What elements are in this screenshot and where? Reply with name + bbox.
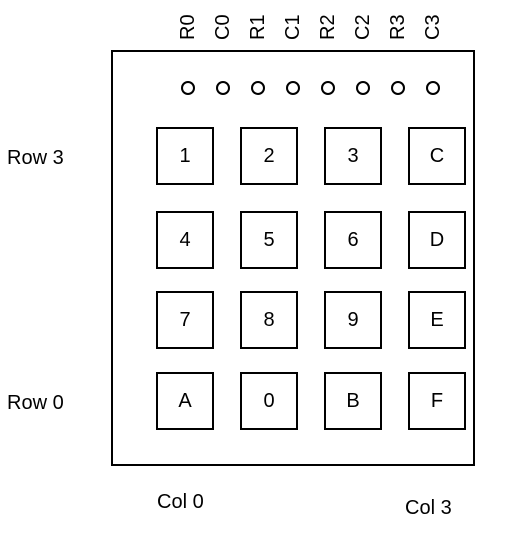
col-0-label: Col 0 (157, 491, 204, 513)
key-3[interactable]: 3 (324, 127, 382, 185)
key-8[interactable]: 8 (240, 291, 298, 349)
row-0-label: Row 0 (7, 392, 64, 414)
key-4[interactable]: 4 (156, 211, 214, 269)
key-a[interactable]: A (156, 372, 214, 430)
pin-hole-r1 (251, 81, 265, 95)
pin-label-r1: R1 (247, 14, 269, 40)
key-e[interactable]: E (408, 291, 466, 349)
row-3-label: Row 3 (7, 147, 64, 169)
key-6[interactable]: 6 (324, 211, 382, 269)
pin-hole-r0 (181, 81, 195, 95)
key-7[interactable]: 7 (156, 291, 214, 349)
pin-hole-r2 (321, 81, 335, 95)
key-b[interactable]: B (324, 372, 382, 430)
col-3-label: Col 3 (405, 497, 452, 519)
pin-label-r3: R3 (387, 14, 409, 40)
key-1[interactable]: 1 (156, 127, 214, 185)
pin-label-c0: C0 (212, 14, 234, 40)
pin-label-r0: R0 (177, 14, 199, 40)
key-5[interactable]: 5 (240, 211, 298, 269)
key-2[interactable]: 2 (240, 127, 298, 185)
key-9[interactable]: 9 (324, 291, 382, 349)
pin-label-c2: C2 (352, 14, 374, 40)
pin-hole-r3 (391, 81, 405, 95)
pin-hole-c0 (216, 81, 230, 95)
pin-hole-c2 (356, 81, 370, 95)
key-0[interactable]: 0 (240, 372, 298, 430)
key-f[interactable]: F (408, 372, 466, 430)
pin-hole-c3 (426, 81, 440, 95)
pin-label-c1: C1 (282, 14, 304, 40)
pin-label-r2: R2 (317, 14, 339, 40)
pin-label-c3: C3 (422, 14, 444, 40)
key-d[interactable]: D (408, 211, 466, 269)
key-c[interactable]: C (408, 127, 466, 185)
pin-hole-c1 (286, 81, 300, 95)
